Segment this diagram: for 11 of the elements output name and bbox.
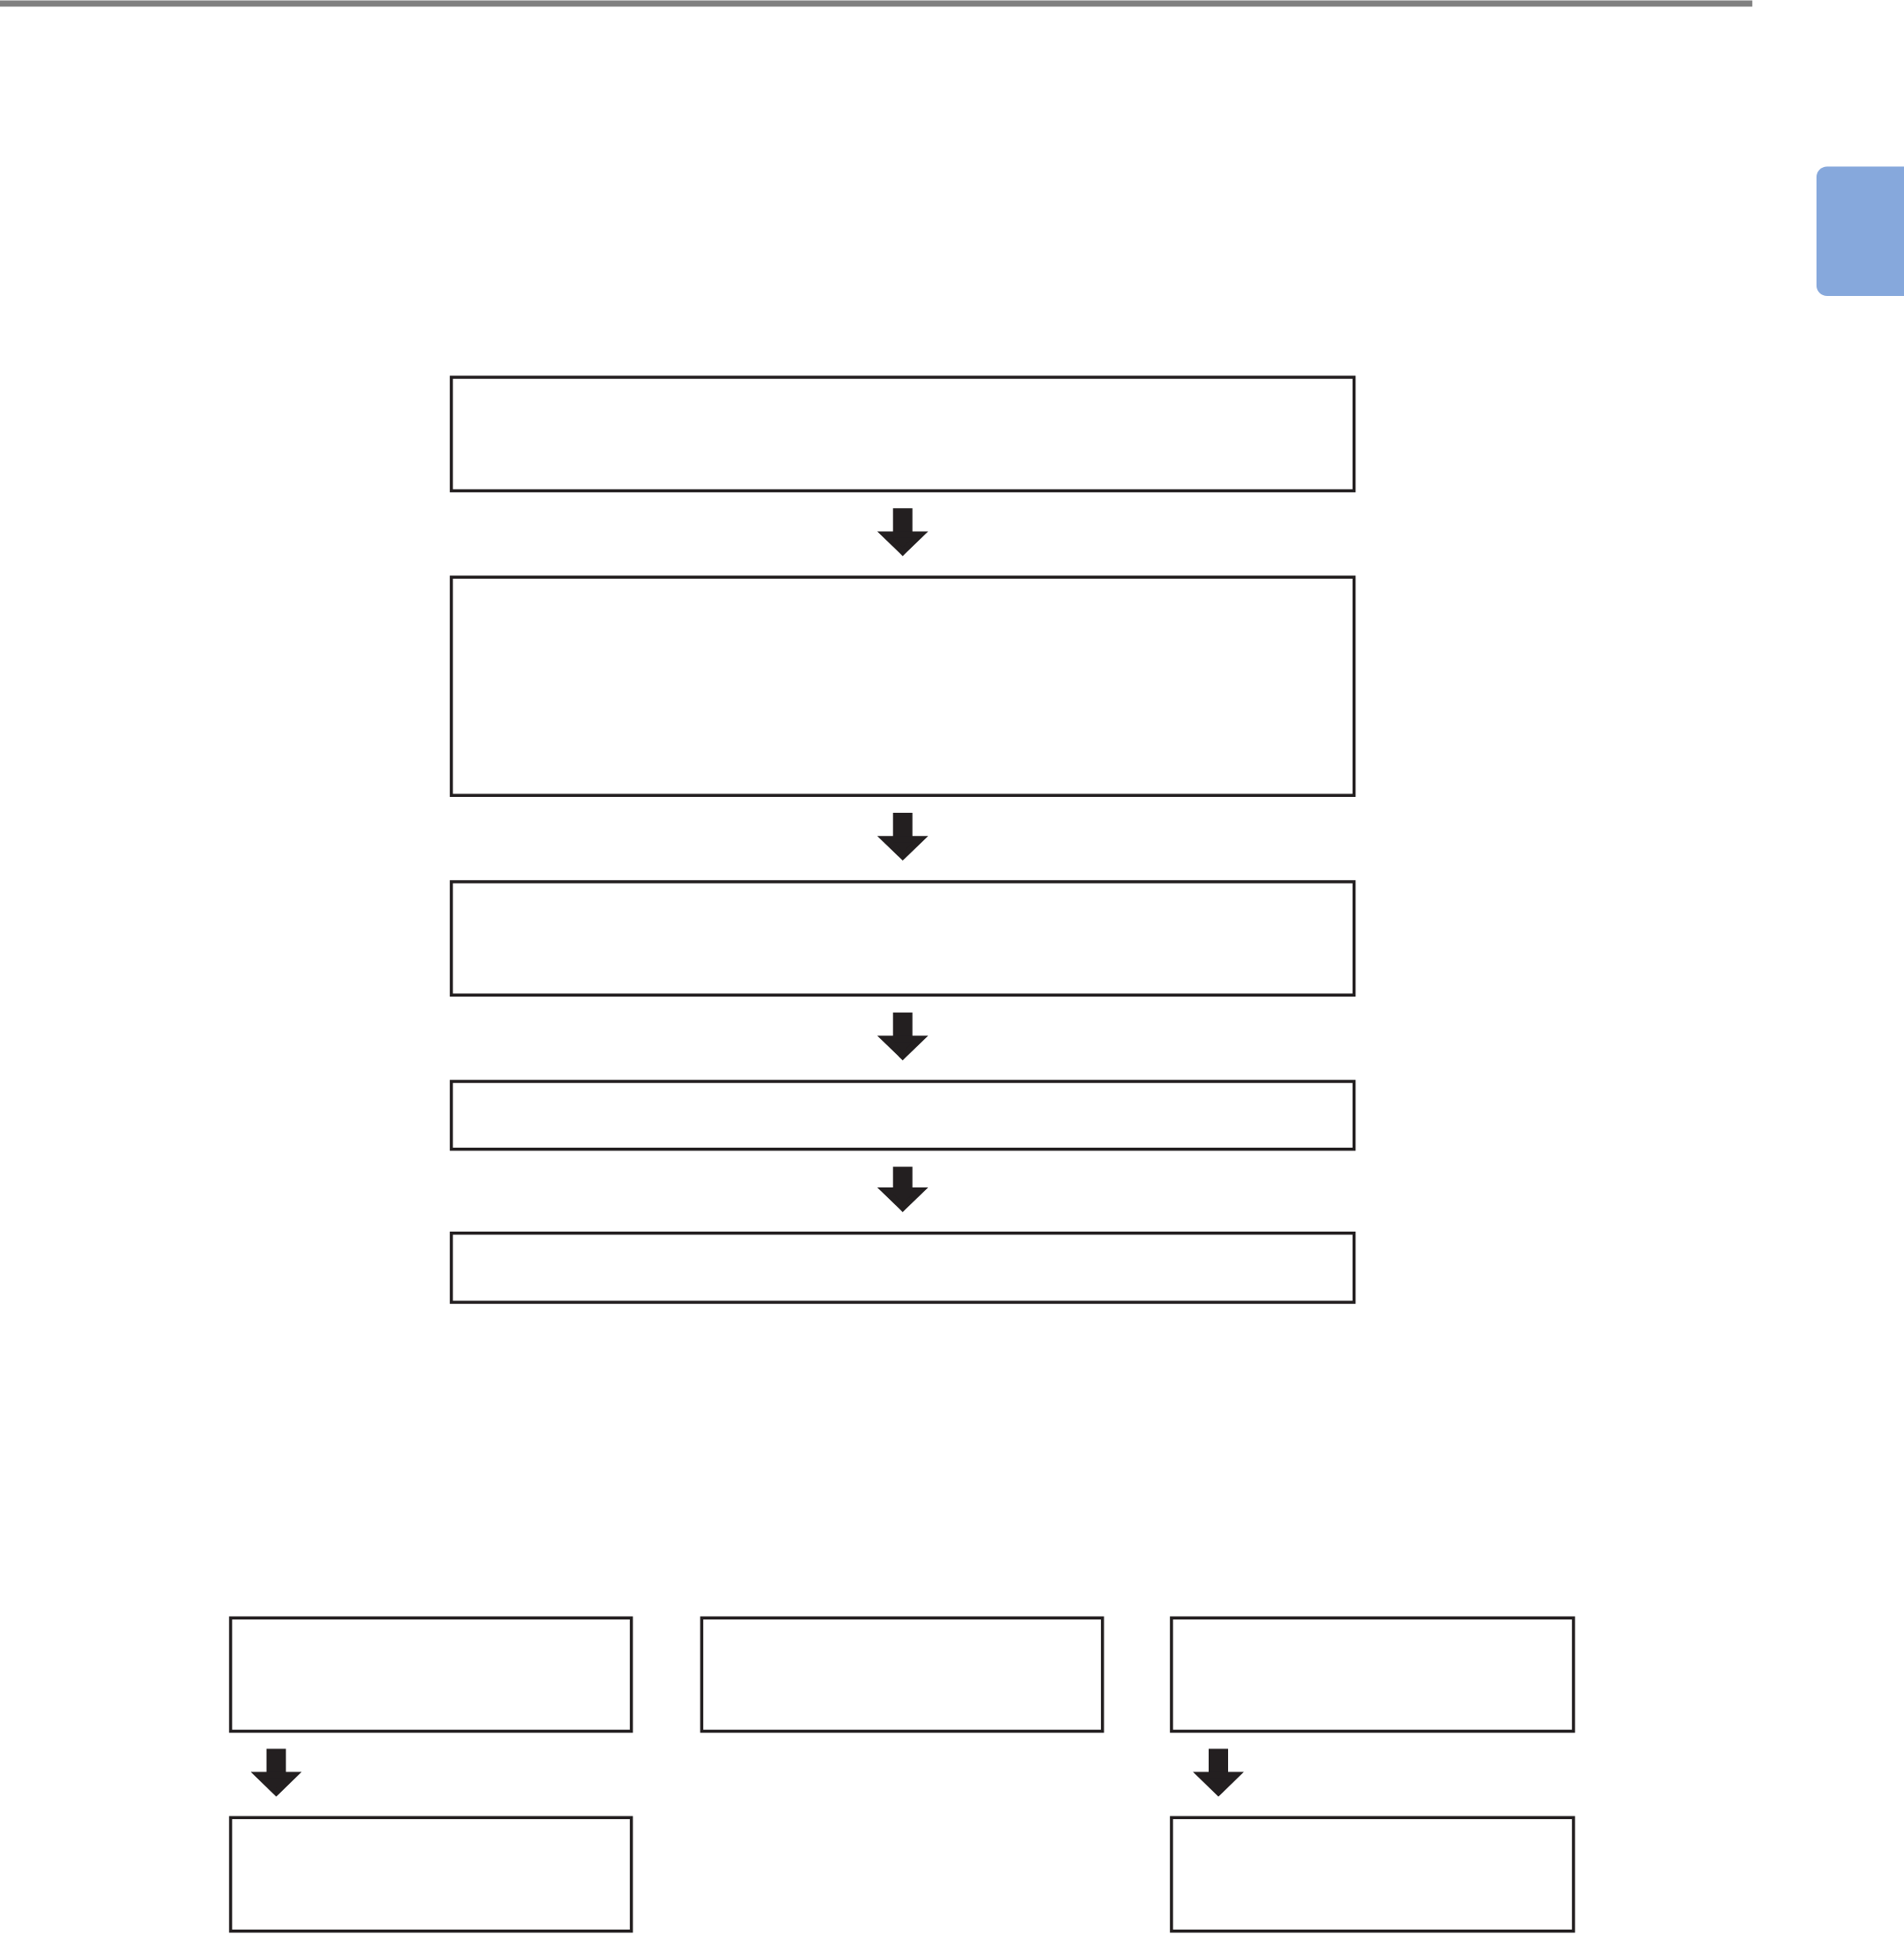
process-box [229, 1616, 633, 1733]
process-box [229, 1816, 633, 1933]
process-box [450, 575, 1356, 797]
process-box [450, 1080, 1356, 1151]
process-box [1170, 1616, 1575, 1733]
process-box [450, 880, 1356, 997]
process-box [450, 1231, 1356, 1304]
process-box [450, 375, 1356, 493]
section-tab [1816, 166, 1904, 296]
process-box [1170, 1816, 1575, 1933]
process-box [700, 1616, 1104, 1733]
